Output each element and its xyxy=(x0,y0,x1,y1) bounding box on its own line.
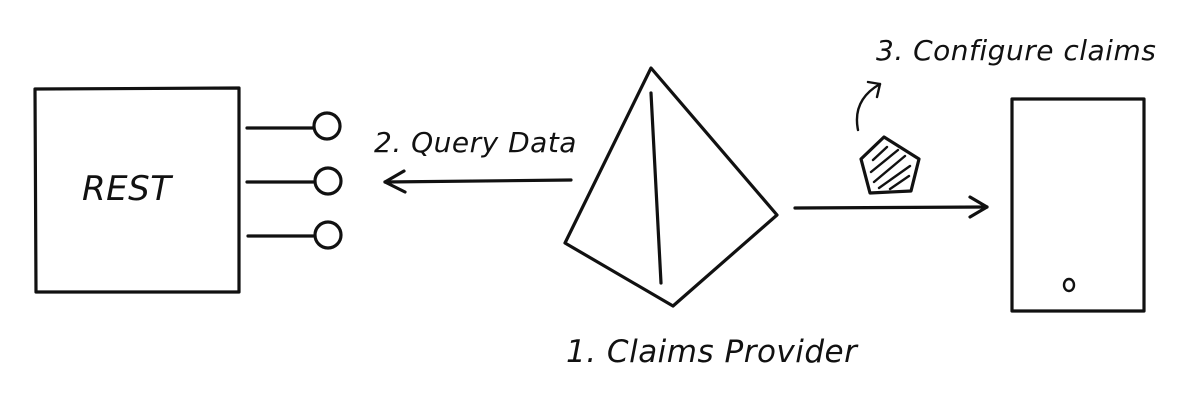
phone-icon xyxy=(1010,97,1146,313)
query-arrow: 2. Query Data xyxy=(374,126,577,194)
device-arrow-head xyxy=(968,195,989,219)
pentagon-scribble xyxy=(869,145,912,191)
query-label: 2. Query Data xyxy=(374,126,577,159)
curved-arrow-head xyxy=(866,80,882,99)
pyramid-icon xyxy=(563,66,779,308)
home-button-icon xyxy=(1062,277,1076,293)
rest-connectors xyxy=(245,111,343,250)
connector-icon xyxy=(246,220,343,250)
pyramid-ridge xyxy=(649,91,663,285)
provider-label: 1. Claims Provider xyxy=(566,334,859,370)
device-arrow xyxy=(793,195,989,219)
device xyxy=(1010,97,1146,313)
connector-icon xyxy=(245,111,342,141)
connector-icon xyxy=(245,166,343,196)
rest-service: REST xyxy=(33,86,241,294)
query-arrow-head xyxy=(383,169,407,194)
claims-provider: 1. Claims Provider xyxy=(563,66,859,370)
pentagon-icon xyxy=(859,135,921,195)
rest-label: REST xyxy=(82,169,173,209)
configure-claims: 3. Configure claims xyxy=(855,34,1156,195)
curved-arrow xyxy=(855,82,882,132)
configure-label: 3. Configure claims xyxy=(876,34,1156,67)
device-arrow-line xyxy=(793,205,989,210)
query-arrow-line xyxy=(383,178,573,184)
rest-box xyxy=(33,86,241,294)
